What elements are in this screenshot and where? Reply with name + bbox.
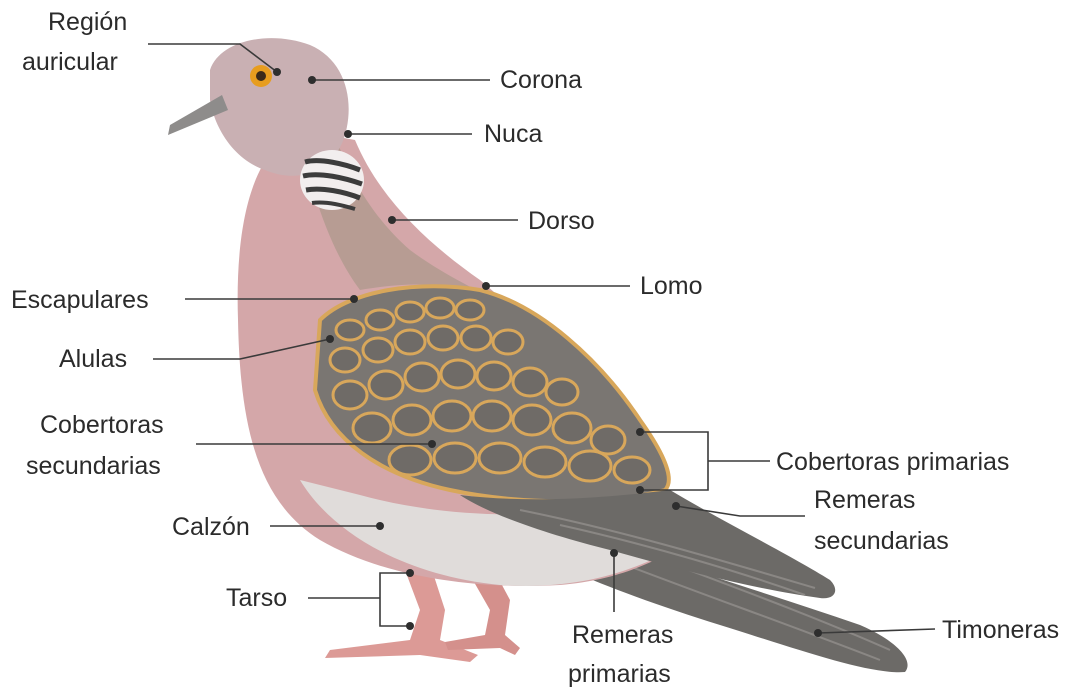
label-dorso: Dorso — [528, 207, 595, 235]
label-cobertoras-primarias: Cobertoras primarias — [776, 448, 1009, 476]
label-nuca: Nuca — [484, 120, 542, 148]
label-timoneras: Timoneras — [942, 616, 1059, 644]
label-tarso: Tarso — [226, 584, 287, 612]
label-remeras-secundarias-line1: Remeras — [814, 486, 915, 514]
neck-patch — [300, 150, 364, 210]
label-region-auricular-line2: auricular — [22, 48, 118, 76]
label-remeras-primarias-line1: Remeras — [572, 621, 673, 649]
label-calzon: Calzón — [172, 513, 250, 541]
label-remeras-secundarias-line2: secundarias — [814, 527, 949, 555]
label-corona: Corona — [500, 66, 582, 94]
label-alulas: Alulas — [59, 345, 127, 373]
label-cobertoras-secundarias-line1: Cobertoras — [40, 411, 164, 439]
label-remeras-primarias-line2: primarias — [568, 660, 671, 688]
label-cobertoras-secundarias-line2: secundarias — [26, 452, 161, 480]
label-lomo: Lomo — [640, 272, 703, 300]
label-region-auricular-line1: Región — [48, 8, 127, 36]
label-escapulares: Escapulares — [11, 286, 149, 314]
